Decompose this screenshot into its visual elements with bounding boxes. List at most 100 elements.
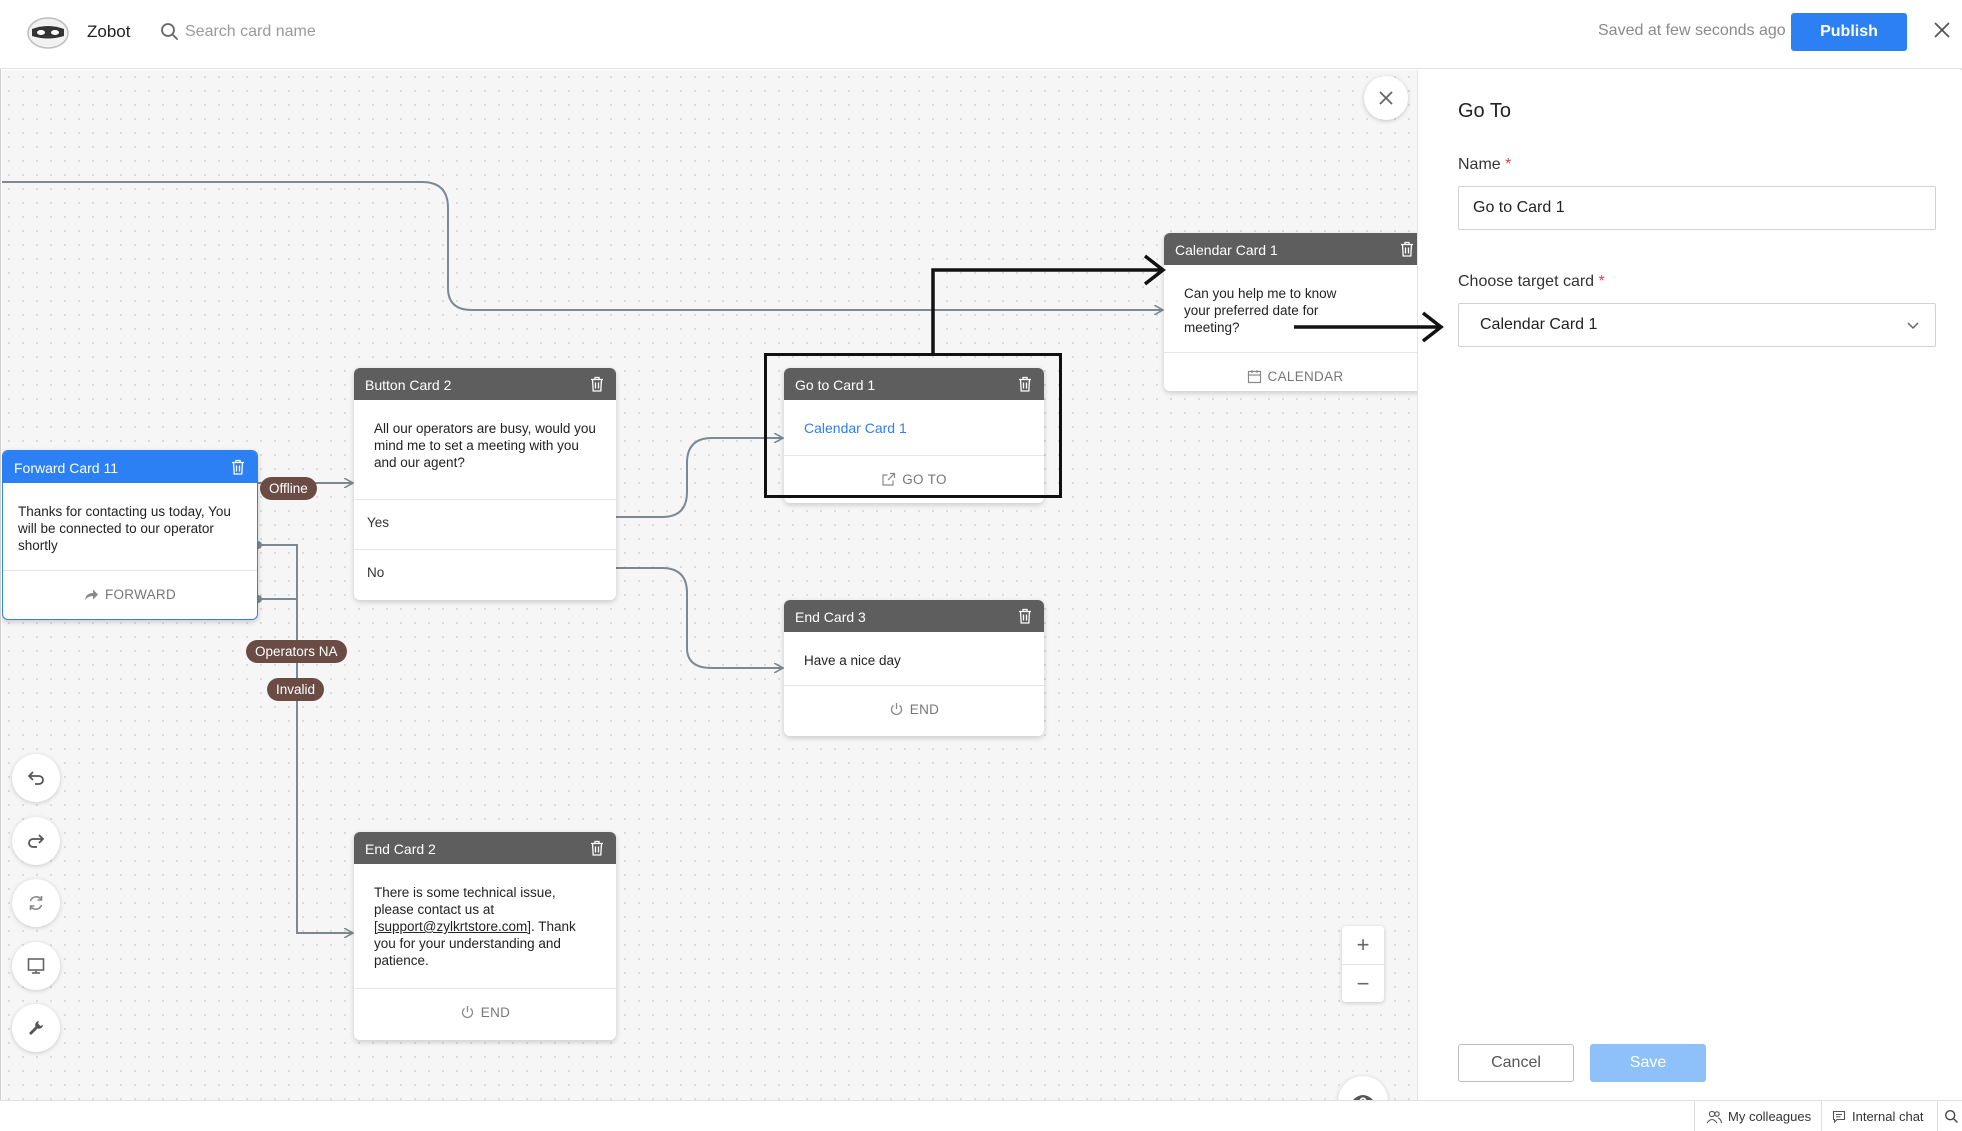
zoom-in-button[interactable]: + (1356, 932, 1370, 957)
divider (1937, 1101, 1938, 1131)
flow-canvas[interactable]: Calendar Card 1 Can you help me to know … (2, 70, 1417, 1100)
name-field-label: Name * (1458, 156, 1512, 173)
card-header: Calendar Card 1 (1164, 233, 1417, 265)
target-card-select[interactable]: Calendar Card 1 (1458, 303, 1936, 347)
card-type-footer: END (354, 988, 616, 1036)
goto-card[interactable]: Go to Card 1 Calendar Card 1 GO TO (784, 368, 1044, 503)
goto-target-link[interactable]: Calendar Card 1 (804, 420, 907, 436)
label-offline: Offline (260, 477, 317, 500)
end-card-3[interactable]: End Card 3 Have a nice day END (784, 600, 1044, 736)
publish-button[interactable]: Publish (1791, 13, 1907, 51)
button-card[interactable]: Button Card 2 All our operators are busy… (354, 368, 616, 600)
saved-status: Saved at few seconds ago (1598, 22, 1786, 39)
card-message: All our operators are busy, would you mi… (374, 421, 596, 470)
undo-button[interactable] (12, 754, 60, 802)
card-type-footer: END (784, 685, 1044, 733)
trash-icon[interactable] (590, 376, 604, 392)
power-icon (461, 1006, 473, 1019)
trash-icon[interactable] (590, 840, 604, 856)
label-text: Name (1458, 156, 1501, 173)
card-message: Can you help me to know your preferred d… (1184, 286, 1337, 335)
forward-arrow-icon (84, 589, 98, 600)
card-title: Button Card 2 (365, 377, 452, 393)
search-icon[interactable] (1944, 1109, 1959, 1124)
card-type-footer: FORWARD (3, 570, 257, 618)
chat-icon (1832, 1110, 1846, 1123)
label-invalid: Invalid (267, 678, 325, 701)
highlight-frame (764, 353, 1062, 498)
card-type-footer: CALENDAR (1164, 352, 1417, 391)
internal-chat-label: Internal chat (1852, 1109, 1924, 1124)
card-header: Go to Card 1 (784, 368, 1044, 400)
my-colleagues-button[interactable]: My colleagues (1706, 1109, 1811, 1124)
save-button[interactable]: Save (1590, 1044, 1706, 1082)
settings-tool-button[interactable] (12, 1004, 60, 1052)
connector-lines (2, 181, 1417, 1100)
option-no[interactable]: No (354, 549, 616, 599)
message-text: . Thank you for your understanding and p… (374, 919, 576, 968)
card-header: Button Card 2 (354, 368, 616, 400)
card-title: End Card 2 (365, 841, 436, 857)
robot-mask-icon (27, 17, 69, 49)
message-text: There is some technical issue, please co… (374, 885, 556, 917)
card-type-label: END (909, 702, 940, 717)
card-header: End Card 3 (784, 600, 1044, 632)
chevron-down-icon (1907, 322, 1919, 330)
card-message: Have a nice day (804, 653, 901, 668)
divider (1821, 1101, 1822, 1131)
top-header: Zobot Saved at few seconds ago Publish (0, 0, 1962, 69)
cancel-button[interactable]: Cancel (1458, 1044, 1574, 1082)
close-icon[interactable] (1930, 18, 1954, 42)
undo-icon (28, 771, 44, 785)
bottom-bar: My colleagues Internal chat (0, 1100, 1962, 1131)
zoom-out-button[interactable]: − (1342, 964, 1384, 1002)
zoom-controls: + − (1342, 926, 1384, 1002)
card-type-label: CALENDAR (1267, 369, 1344, 384)
trash-icon[interactable] (1400, 241, 1414, 257)
preview-screen-button[interactable] (12, 942, 60, 990)
close-icon (1379, 91, 1393, 105)
search-icon (161, 23, 178, 40)
card-title: Go to Card 1 (795, 377, 876, 393)
card-type-footer: GO TO (784, 455, 1044, 503)
panel-title: Go To (1458, 100, 1511, 122)
power-icon (890, 703, 902, 716)
calendar-icon (1247, 370, 1261, 384)
card-title: End Card 3 (795, 609, 866, 625)
redo-icon (28, 834, 44, 848)
refresh-icon (29, 896, 43, 910)
app-name: Zobot (87, 22, 131, 41)
name-field[interactable] (1458, 186, 1936, 230)
refresh-button[interactable] (12, 879, 60, 927)
monitor-icon (27, 958, 45, 974)
search-input[interactable] (185, 18, 485, 46)
support-email-link[interactable]: [support@zylkrtstore.com] (374, 919, 531, 934)
trash-icon[interactable] (1018, 376, 1032, 392)
label-operators-na: Operators NA (246, 640, 347, 663)
selected-target: Calendar Card 1 (1480, 316, 1598, 333)
forward-card[interactable]: Forward Card 11 Thanks for contacting us… (2, 450, 258, 620)
target-field-label: Choose target card * (1458, 273, 1605, 290)
label-text: Choose target card (1458, 273, 1595, 290)
calendar-card[interactable]: Calendar Card 1 Can you help me to know … (1164, 233, 1417, 391)
option-yes[interactable]: Yes (354, 499, 616, 549)
canvas-close-button[interactable] (1364, 76, 1408, 120)
card-title: Calendar Card 1 (1175, 242, 1278, 258)
divider (1694, 1101, 1695, 1131)
end-card-2[interactable]: End Card 2 There is some technical issue… (354, 832, 616, 1040)
goto-settings-panel: Go To Name * Choose target card * Calend… (1417, 70, 1962, 1100)
card-title: Forward Card 11 (14, 460, 119, 476)
eye-icon (1353, 1095, 1373, 1100)
colleagues-label: My colleagues (1728, 1109, 1812, 1124)
card-message: Thanks for contacting us today, You will… (18, 504, 231, 553)
card-header: End Card 2 (354, 832, 616, 864)
card-type-label: END (480, 1005, 511, 1020)
card-message: There is some technical issue, please co… (354, 864, 616, 988)
trash-icon[interactable] (1018, 608, 1032, 624)
internal-chat-button[interactable]: Internal chat (1832, 1109, 1924, 1124)
card-type-label: FORWARD (104, 587, 177, 602)
redo-button[interactable] (12, 817, 60, 865)
trash-icon[interactable] (231, 459, 245, 475)
external-link-icon (882, 472, 896, 486)
card-type-label: GO TO (902, 472, 947, 487)
